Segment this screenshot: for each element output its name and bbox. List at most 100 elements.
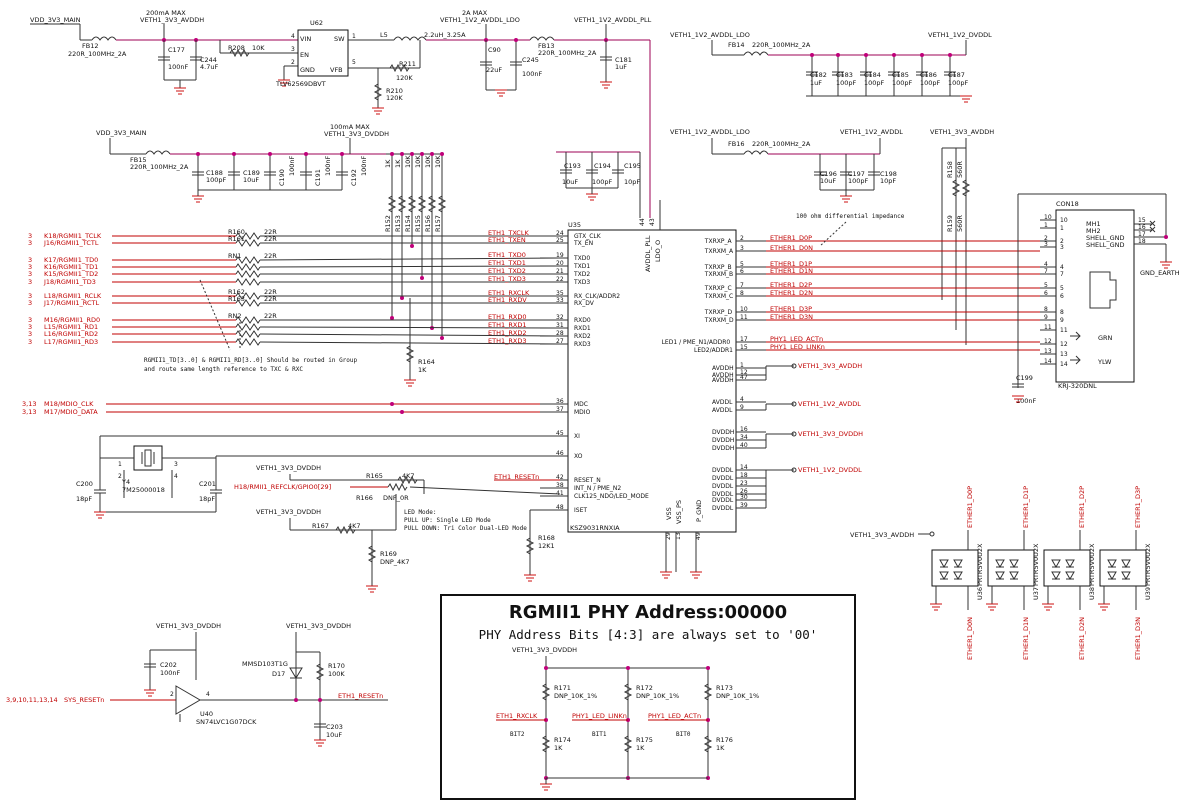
- l5-val: 2.2uH_3.25A: [424, 31, 466, 39]
- dvddl-cap-ref: C183: [836, 71, 853, 79]
- phy-rail-avddl: VETH1_1V2_AVDDL: [798, 400, 861, 408]
- u62-part: TLV62569DBVT: [275, 80, 326, 88]
- series-resistor: [235, 256, 261, 264]
- c203-ref: C203: [326, 723, 343, 731]
- left-net-sheet: 3: [28, 256, 32, 264]
- c188-ref: C188: [206, 169, 223, 177]
- dvddl-cap-val: 100pF: [920, 79, 941, 87]
- addr-rail: VETH1_3V3_DVDDH: [512, 646, 577, 654]
- tvs-part: PRTR5V0U2X: [976, 543, 984, 586]
- series-val: 22R: [264, 312, 277, 320]
- junction-dot: [544, 666, 548, 670]
- dvddl-cap-ref: C182: [810, 71, 827, 79]
- rail-dvddh: VETH1_3V3_DVDDH: [324, 130, 389, 138]
- addr-pulldown-val: 1K: [554, 744, 563, 752]
- tvs-net-top: ETHER1_D2P: [1078, 486, 1086, 528]
- u35-pin-num: 6: [740, 268, 744, 275]
- svg-text:4: 4: [206, 691, 210, 698]
- junction-dot: [626, 666, 630, 670]
- c192-ref: C192: [350, 169, 358, 186]
- u35-pgnd: P_GND: [695, 500, 703, 522]
- addr-pullup-ref: R173: [716, 684, 733, 692]
- tvs-ref: U39: [1144, 587, 1152, 600]
- fb15-val: 220R_100MHz_2A: [130, 163, 189, 171]
- con18-pin-inner: 2: [1060, 238, 1064, 245]
- strap-rail2: VETH1_3V3_DVDDH: [256, 508, 321, 516]
- tvs-part: PRTR5V0U2X: [1144, 543, 1152, 586]
- mdio-sheet: 3,13: [22, 400, 36, 408]
- c189-val: 10uF: [243, 176, 259, 184]
- fb16-ref: FB16: [728, 140, 744, 148]
- u35-pin-name: TXRXM_C: [704, 293, 733, 300]
- c197-val: 100pF: [848, 177, 869, 185]
- dvddl-cap-val: 100pF: [836, 79, 857, 87]
- title-main: RGMII1 PHY Address:00000: [508, 602, 788, 623]
- con18-pin-inner: 4: [1060, 264, 1064, 271]
- pullup-val: 10K: [434, 155, 442, 168]
- con18-pin-inner: 11: [1060, 327, 1068, 334]
- left-net-wire: [259, 257, 561, 261]
- svg-text:16: 16: [1138, 224, 1146, 231]
- pullup-resistor: [387, 195, 397, 213]
- tvs-parts: ETHER1_D0PETHER1_D0NPRTR5V0U2XU36ETHER1_…: [930, 486, 1152, 660]
- svg-text:2: 2: [170, 691, 174, 698]
- tvs-diode: [1065, 559, 1075, 569]
- pullup-ref: R156: [424, 215, 432, 232]
- u35-net-label: ETHER1_D1P: [770, 260, 812, 268]
- tvs-diode: [1065, 571, 1075, 581]
- u35-pin-num: 34: [740, 434, 748, 441]
- tvs-ref: U38: [1088, 587, 1096, 600]
- svg-text:1: 1: [118, 461, 122, 468]
- u35-net-label: ETHER1_D2P: [770, 281, 812, 289]
- u35-pin-name: DVDDL: [712, 483, 734, 490]
- tvs-net-bot: ETHER1_D3N: [1134, 617, 1142, 660]
- u35-pin-name: DVDDL: [712, 491, 734, 498]
- con18-pin-num: 13: [1044, 348, 1052, 355]
- left-net-label: K15/RGMII1_TD2: [44, 270, 98, 278]
- u35-net-label: ETHER1_D0N: [770, 244, 813, 252]
- addr-pullup-ref: R172: [636, 684, 653, 692]
- u35-pin-num: 39: [740, 502, 748, 509]
- u35-avdd-pll: AVDDL_PLL: [644, 235, 652, 272]
- left-net-sheet: 3: [28, 330, 32, 338]
- pullup-val: 1K: [394, 159, 402, 168]
- junction-dot: [390, 152, 394, 156]
- r165-val: 4K7: [402, 472, 415, 480]
- con18-pin-num: 8: [1044, 306, 1048, 313]
- series-val: 22R: [264, 228, 277, 236]
- u35-pin-num: 14: [740, 464, 748, 471]
- series-ref: RN2: [228, 312, 242, 320]
- addr-net-label: PHY1_LED_ACTn: [648, 712, 701, 720]
- u35-net-label: ETH1_TXD3: [488, 275, 526, 283]
- u35-pin-num: 9: [740, 404, 744, 411]
- junction-dot: [440, 152, 444, 156]
- tvs-box: [931, 549, 979, 587]
- svg-text:49: 49: [695, 532, 702, 540]
- junction-dot: [390, 402, 394, 406]
- junction-dot: [410, 244, 414, 248]
- u35-pin-name: RXD1: [574, 325, 591, 332]
- series-resistor: [235, 270, 261, 278]
- c197-ref: C197: [848, 170, 865, 178]
- left-net-sheet: 3: [28, 292, 32, 300]
- addr-pulldown: [703, 735, 713, 753]
- u35-ref: U35: [568, 221, 581, 229]
- c191-ref: C191: [314, 169, 322, 186]
- addr-pullup: [541, 683, 551, 701]
- con18-pin-inner: 1: [1060, 225, 1064, 232]
- reset-sheets: 3,9,10,11,13,14: [6, 696, 58, 704]
- junction-dot: [706, 666, 710, 670]
- r168-val: 12K1: [538, 542, 555, 550]
- c181-ref: C181: [615, 56, 632, 64]
- addr-bit-label: BIT2: [510, 731, 525, 738]
- c245-ref: C245: [522, 56, 539, 64]
- led-mode-line2: PULL UP: Single LED Mode: [404, 517, 491, 524]
- dvddl-cap-row: VETH1_1V2_AVDDL_LDO VETH1_1V2_DVDDL FB14…: [670, 31, 992, 103]
- tvs-net-bot: ETHER1_D0N: [966, 617, 974, 660]
- c177-ref: C177: [168, 46, 185, 54]
- fb15-ref: FB15: [130, 156, 146, 164]
- pullup-resistor: [407, 195, 417, 213]
- con18-pin-num: 11: [1044, 324, 1052, 331]
- junction-dot: [920, 53, 924, 57]
